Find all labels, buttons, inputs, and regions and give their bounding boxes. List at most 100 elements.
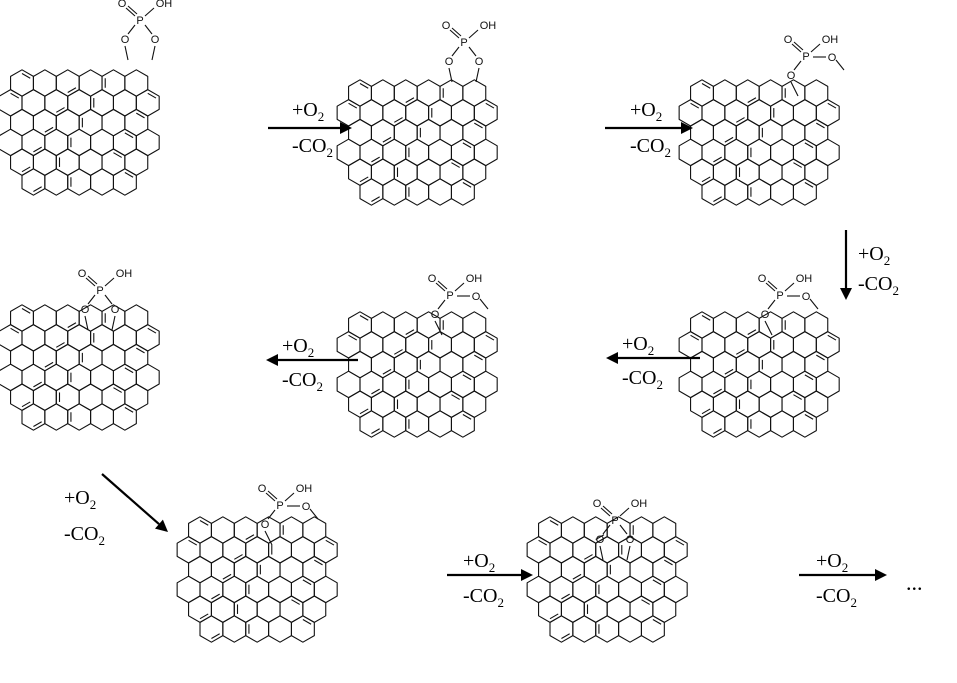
double-bond	[713, 156, 722, 163]
product-label: -CO2	[282, 369, 323, 394]
benzene-ring	[804, 158, 829, 186]
double-bond	[56, 107, 65, 113]
benzene-ring	[652, 516, 677, 544]
double-bond	[302, 579, 312, 586]
oxygen-atom: O	[445, 56, 454, 68]
o-c-bond	[790, 81, 799, 97]
benzene-ring	[302, 595, 327, 623]
benzene-ring	[382, 370, 407, 399]
oxygen-atom: O	[758, 273, 767, 285]
arrowhead-icon	[840, 288, 852, 300]
benzene-ring	[21, 324, 46, 352]
double-bond	[827, 334, 837, 341]
double-bond	[211, 593, 220, 600]
double-bond	[199, 520, 209, 526]
double-bond	[793, 394, 802, 400]
benzene-ring	[382, 138, 407, 167]
benzene-ring	[370, 390, 395, 418]
benzene-ring	[32, 383, 57, 411]
oxygen-atom: O	[78, 268, 87, 280]
double-bond	[359, 408, 369, 415]
double-bond	[816, 354, 825, 361]
benzene-ring	[781, 118, 806, 147]
arrowhead-icon	[521, 569, 533, 581]
benzene-ring	[416, 390, 441, 418]
benzene-ring	[336, 370, 361, 399]
double-bond	[405, 97, 415, 103]
double-bond	[124, 367, 134, 374]
double-bond	[724, 368, 734, 375]
benzene-ring	[44, 363, 69, 392]
hydroxyl-group: OH	[296, 483, 313, 495]
o-c-bond	[475, 67, 480, 83]
double-bond	[804, 374, 814, 381]
oxygen-atom: O	[442, 20, 451, 32]
p-o-double-bond	[435, 282, 446, 292]
benzene-ring	[690, 118, 714, 147]
benzene-ring	[55, 343, 80, 372]
benzene-ring	[382, 178, 407, 206]
oxygen-atom: O	[802, 291, 811, 303]
benzene-ring	[678, 370, 703, 399]
p-o-bond	[87, 294, 96, 305]
benzene-ring	[652, 595, 677, 623]
benzene-ring	[10, 108, 34, 137]
reaction-arrow-5: +O2-CO2	[266, 335, 358, 394]
benzene-ring	[90, 128, 114, 157]
benzene-ring	[135, 128, 160, 157]
benzene-ring	[450, 99, 475, 127]
p-oh-bond	[144, 7, 155, 17]
benzene-ring	[290, 536, 315, 564]
double-bond	[724, 136, 734, 143]
benzene-ring	[560, 516, 585, 544]
benzene-ring	[428, 178, 453, 206]
benzene-ring	[712, 390, 737, 418]
product-label: -CO2	[463, 585, 504, 610]
benzene-ring	[792, 99, 817, 127]
benzene-ring	[526, 575, 551, 604]
double-bond	[462, 182, 472, 188]
product-label: -CO2	[292, 135, 333, 160]
benzene-ring	[712, 79, 737, 107]
reagent-label: +O2	[816, 550, 848, 575]
double-bond	[394, 349, 403, 355]
double-bond	[736, 117, 745, 123]
benzene-ring	[439, 118, 464, 147]
double-bond	[675, 539, 685, 546]
o-c-bond	[264, 530, 273, 546]
reagent-label: +O2	[858, 243, 890, 268]
benzene-ring	[572, 575, 597, 604]
double-bond	[21, 401, 31, 408]
product-label: -CO2	[64, 523, 105, 548]
p-o-double-bond	[793, 41, 804, 51]
double-bond	[359, 176, 369, 183]
benzene-ring	[758, 158, 783, 186]
benzene-ring	[112, 168, 137, 196]
benzene-ring	[393, 118, 418, 147]
hydroxyl-group: OH	[156, 0, 173, 10]
double-bond	[33, 421, 42, 427]
benzene-ring	[124, 383, 149, 411]
p-oh-bond	[284, 492, 295, 502]
reaction-arrow-4: +O2-CO2	[606, 333, 700, 392]
product-label: -CO2	[630, 135, 671, 160]
double-bond	[371, 428, 380, 434]
p-o-double-bond	[125, 7, 136, 17]
benzene-ring	[101, 343, 126, 372]
benzene-ring	[416, 158, 441, 186]
double-bond	[595, 534, 605, 540]
double-bond	[713, 388, 722, 395]
double-bond	[747, 97, 757, 103]
benzene-ring	[176, 575, 201, 604]
double-bond	[652, 619, 662, 625]
double-bond	[67, 322, 77, 328]
double-bond	[736, 349, 745, 355]
benzene-ring	[10, 343, 34, 372]
arrowhead-icon	[606, 352, 618, 364]
